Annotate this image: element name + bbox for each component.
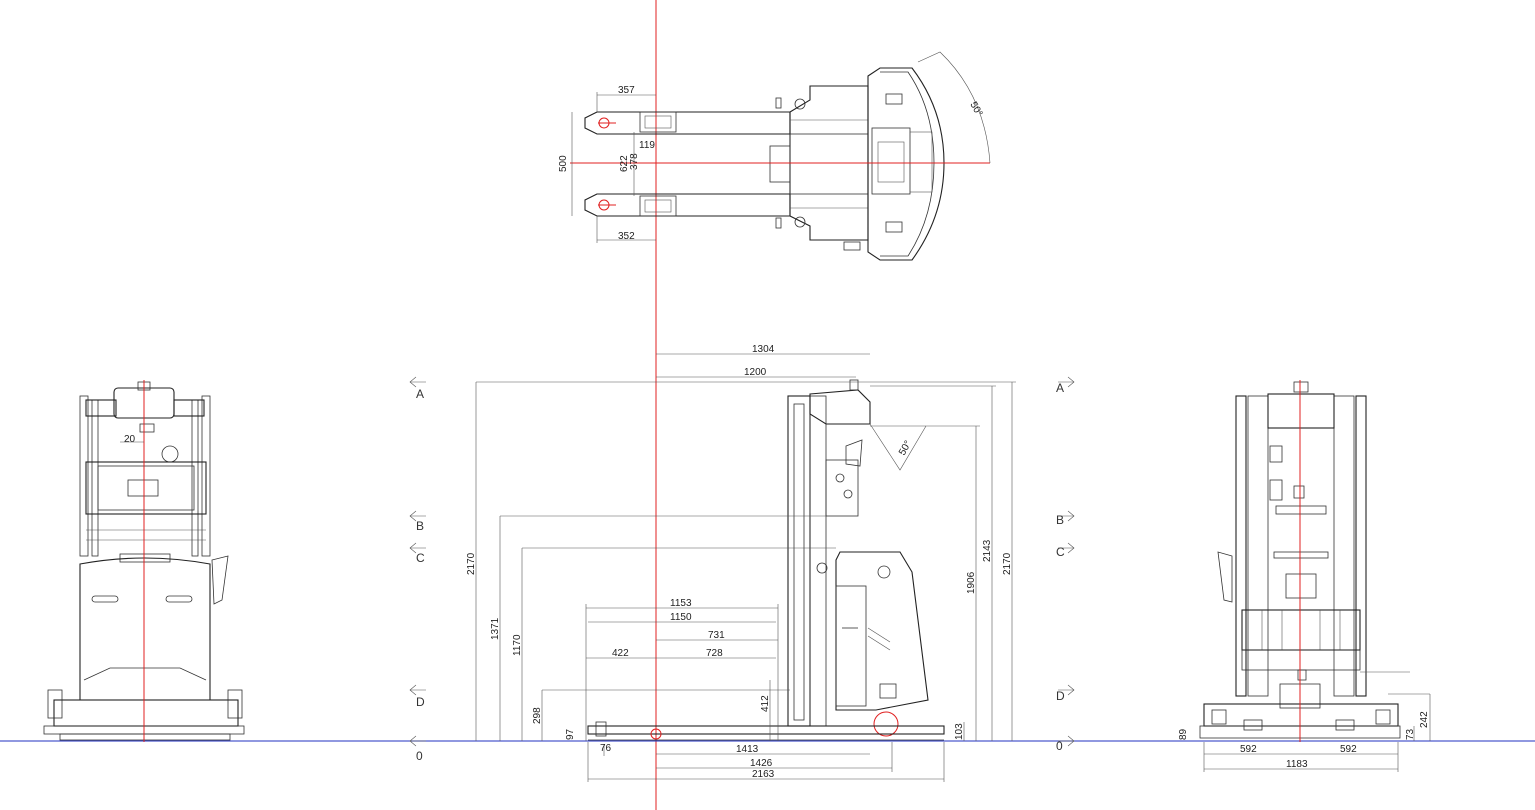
dim-side-731: 731	[708, 630, 725, 641]
side-view: 2170 1371 1170 298 97 1304 1200 1153 115…	[466, 344, 1016, 782]
section-markers-left: A B C D 0	[409, 376, 426, 763]
section-label-b-left: B	[416, 519, 424, 533]
dim-rear-592-right: 592	[1340, 744, 1357, 755]
dim-side-76: 76	[600, 743, 612, 754]
dim-top-fork-357: 357	[618, 85, 635, 96]
section-label-d-right: D	[1056, 689, 1065, 703]
dim-side-angle: 50°	[897, 439, 914, 458]
dim-rear-73: 73	[1405, 728, 1416, 740]
section-label-0-left: 0	[416, 749, 423, 763]
section-label-d-left: D	[416, 695, 425, 709]
dim-side-103: 103	[954, 723, 965, 740]
dim-top-622: 622	[619, 155, 630, 172]
dim-side-2163: 2163	[752, 769, 775, 780]
dim-side-728: 728	[706, 648, 723, 659]
dim-top-119: 119	[639, 140, 655, 151]
dim-side-298: 298	[532, 707, 543, 724]
dim-side-1304: 1304	[752, 344, 775, 355]
section-label-c-right: C	[1056, 545, 1065, 559]
dim-side-97: 97	[565, 728, 576, 740]
dim-side-1150: 1150	[670, 612, 692, 623]
section-label-a-right: A	[1056, 381, 1064, 395]
dim-top-fork-352: 352	[618, 231, 635, 242]
section-label-0-right: 0	[1056, 739, 1063, 753]
dim-side-2170-right: 2170	[1002, 552, 1013, 575]
dim-rear-89: 89	[1178, 728, 1189, 740]
dim-top-angle: 50°	[967, 100, 984, 119]
dim-top-378: 378	[629, 153, 640, 170]
dim-side-2170-left: 2170	[466, 552, 477, 575]
dim-side-412: 412	[760, 695, 771, 712]
dim-front-20: 20	[124, 434, 136, 445]
dim-side-1153: 1153	[670, 598, 692, 609]
section-label-c-left: C	[416, 551, 425, 565]
dim-side-1170: 1170	[512, 634, 523, 656]
dim-top-500: 500	[558, 155, 569, 172]
dim-side-1906: 1906	[966, 571, 977, 594]
dim-rear-1183: 1183	[1286, 759, 1308, 770]
rear-view: 592 592 1183 242 73 89	[1178, 380, 1431, 772]
dim-side-1426: 1426	[750, 758, 773, 769]
dim-side-2143: 2143	[982, 539, 993, 562]
section-markers-right: A B C D 0	[1056, 376, 1075, 753]
dim-side-1371: 1371	[490, 617, 501, 640]
top-view: 357 352 500 622 378 119 50°	[558, 51, 991, 261]
dim-side-1413: 1413	[736, 744, 759, 755]
front-view: 20	[43, 380, 245, 742]
dim-rear-592-left: 592	[1240, 744, 1257, 755]
dim-side-1200: 1200	[744, 367, 767, 378]
section-label-b-right: B	[1056, 513, 1064, 527]
dim-rear-242: 242	[1419, 711, 1430, 728]
dim-side-422: 422	[612, 648, 629, 659]
section-label-a-left: A	[416, 387, 424, 401]
